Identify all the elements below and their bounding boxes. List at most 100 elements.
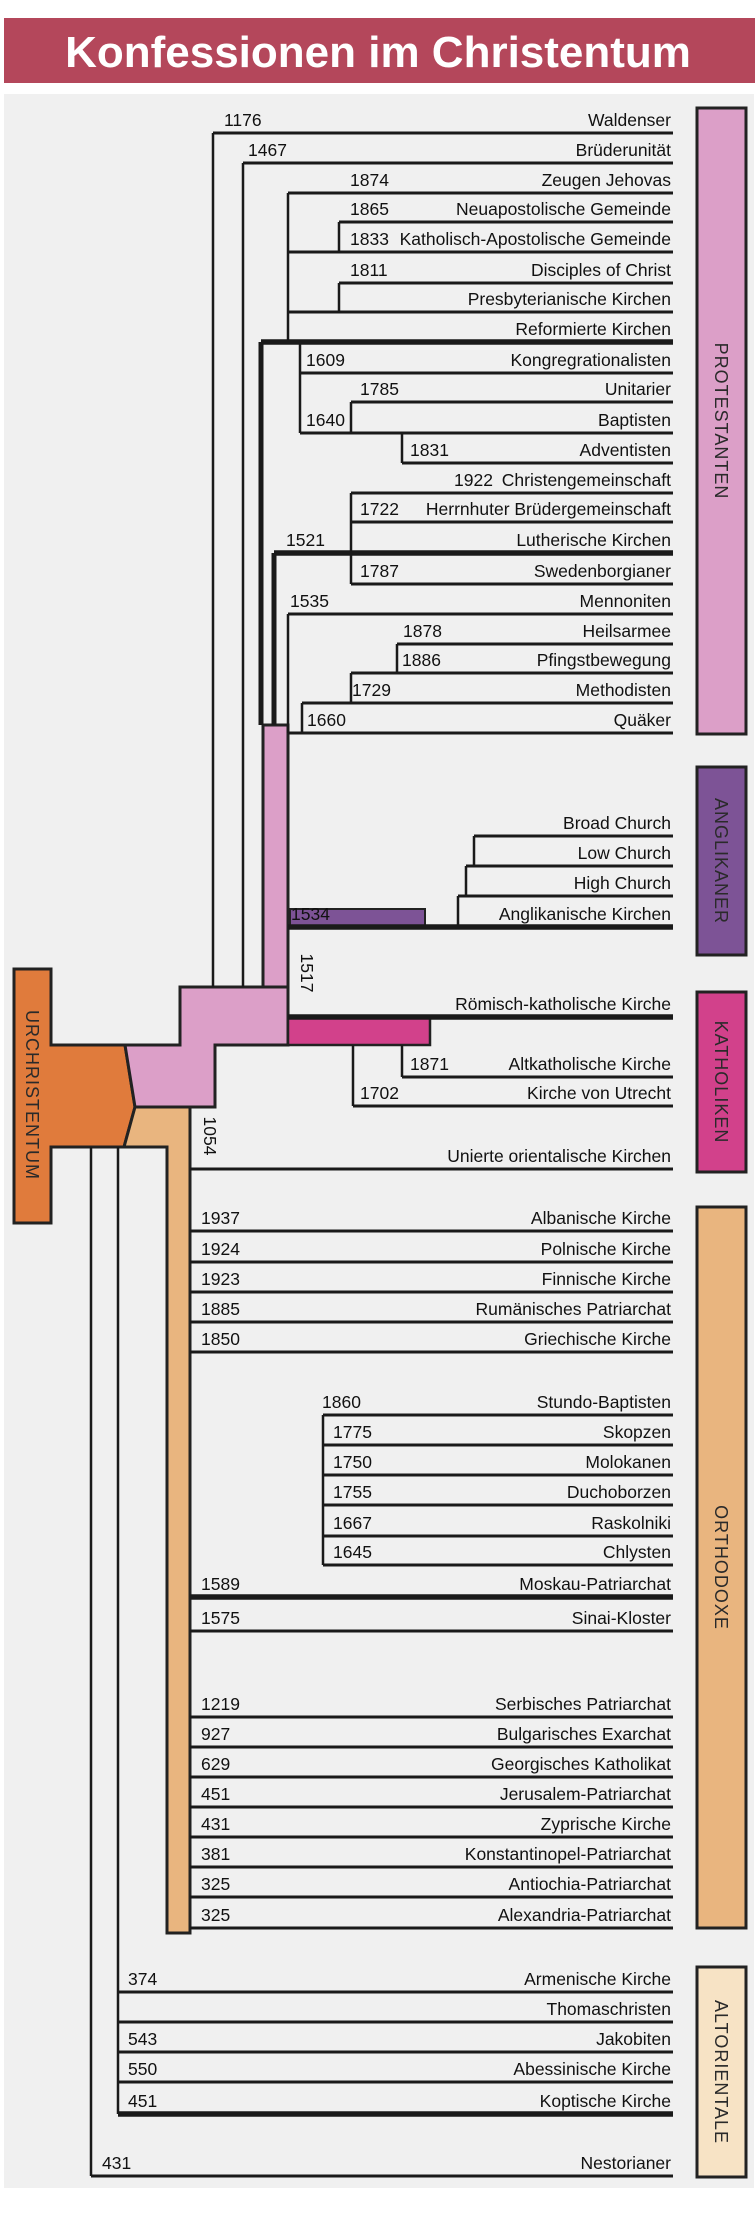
denomination-label: Polnische Kirche [541,1239,671,1259]
page-title: Konfessionen im Christentum [65,28,691,77]
denomination-label: Disciples of Christ [531,260,671,280]
denomination-row: Broad Church [563,813,671,833]
denomination-label: Unitarier [605,379,671,399]
founding-year: 1787 [360,561,399,581]
title-bar [4,18,755,83]
denomination-label: Thomaschristen [547,1999,672,2019]
denomination-row: Unitarier 1785 [360,379,671,399]
denomination-label: High Church [574,873,671,893]
denomination-label: Sinai-Kloster [572,1608,671,1628]
founding-year: 1885 [201,1299,240,1319]
founding-year: 1874 [350,170,389,190]
denomination-row: Jerusalem-Patriarchat 451 [201,1784,671,1804]
denomination-label: Adventisten [580,440,671,460]
denomination-label: Altkatholische Kirche [509,1054,671,1074]
denomination-label: Serbisches Patriarchat [495,1694,671,1714]
denomination-label: Chlysten [603,1542,671,1562]
group-label-protestanten: PROTESTANTEN [711,343,731,500]
denomination-row: Swedenborgianer 1787 [360,561,671,581]
founding-year: 1923 [201,1269,240,1289]
denomination-row: Thomaschristen [547,1999,672,2019]
founding-year: 1535 [290,591,329,611]
denomination-label: Zyprische Kirche [541,1814,671,1834]
denomination-label: Skopzen [603,1422,671,1442]
founding-year: 1575 [201,1608,240,1628]
founding-year: 1871 [410,1054,449,1074]
founding-year: 1609 [306,350,345,370]
group-box-altorientale [695,1965,748,2179]
founding-year: 629 [201,1754,230,1774]
denomination-label: Broad Church [563,813,671,833]
denomination-label: Albanische Kirche [531,1208,671,1228]
denomination-label: Low Church [578,843,671,863]
founding-year: 1750 [333,1452,372,1472]
denomination-label: Stundo-Baptisten [537,1392,671,1412]
founding-year: 325 [201,1874,230,1894]
founding-year: 1667 [333,1513,372,1533]
founding-year: 1176 [224,110,262,130]
founding-year: 1785 [360,379,399,399]
founding-year: 1589 [201,1574,240,1594]
denomination-label: Neuapostolische Gemeinde [456,199,671,219]
denomination-label: Jerusalem-Patriarchat [500,1784,671,1804]
group-box-katholiken [695,990,748,1174]
denomination-row: Römisch-katholische Kirche [455,994,671,1014]
denomination-label: Bulgarisches Exarchat [497,1724,671,1744]
founding-year: 1219 [201,1694,240,1714]
denomination-row: Sinai-Kloster 1575 [201,1608,671,1628]
denomination-row: Presbyterianische Kirchen [468,289,671,309]
denomination-label: Swedenborgianer [534,561,671,581]
denomination-label: Pfingstbewegung [537,650,671,670]
denomination-row: Serbisches Patriarchat 1219 [201,1694,671,1714]
denomination-label: Lutherische Kirchen [516,530,671,550]
catholic-block [286,1016,432,1047]
founding-year: 1922 [454,470,493,490]
denomination-label: Anglikanische Kirchen [499,904,671,924]
founding-year: 1831 [410,440,449,460]
denomination-label: Moskau-Patriarchat [519,1574,671,1594]
orthodox-stem [122,1105,192,1935]
denomination-label: Nestorianer [581,2153,672,2173]
denomination-label: Griechische Kirche [524,1329,671,1349]
denomination-label: Jakobiten [596,2029,671,2049]
denomination-row: Reformierte Kirchen [515,319,671,339]
founding-year: 550 [128,2059,157,2079]
group-box-orthodoxe [695,1205,748,1930]
founding-year: 1640 [306,410,345,430]
denomination-label: Brüderunität [576,140,671,160]
founding-year: 1924 [201,1239,240,1259]
founding-year: 451 [128,2091,157,2111]
denomination-label: Kirche von Utrecht [527,1083,671,1103]
denomination-row: Adventisten 1831 [410,440,671,460]
founding-year: 1645 [333,1542,372,1562]
denomination-row: Unierte orientalische Kirchen [447,1146,671,1166]
denomination-label: Antiochia-Patriarchat [509,1874,672,1894]
founding-year: 451 [201,1784,230,1804]
denomination-label: Heilsarmee [583,621,672,641]
